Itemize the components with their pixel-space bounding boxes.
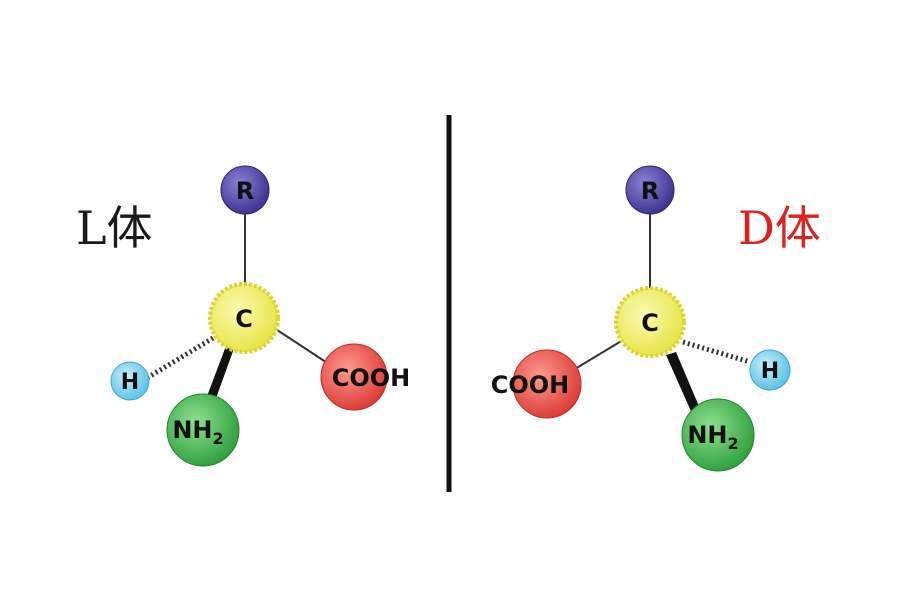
l-isomer-label: L体 bbox=[76, 201, 153, 255]
d-molecule: R C H NH2 COOH bbox=[491, 165, 791, 472]
l-atom-r: R bbox=[220, 165, 270, 215]
svg-text:H: H bbox=[761, 359, 779, 384]
svg-text:C: C bbox=[641, 309, 659, 337]
l-bond-c-h-hashed bbox=[145, 335, 215, 381]
svg-text:NH2: NH2 bbox=[687, 421, 738, 453]
svg-text:COOH: COOH bbox=[332, 364, 411, 392]
svg-text:H: H bbox=[121, 370, 139, 395]
d-atom-c: C bbox=[614, 286, 686, 358]
l-atom-nh2: NH2 bbox=[166, 393, 240, 467]
d-atom-nh2: NH2 bbox=[681, 398, 755, 472]
svg-text:C: C bbox=[235, 305, 253, 333]
svg-text:R: R bbox=[641, 177, 659, 205]
svg-text:COOH: COOH bbox=[491, 371, 570, 399]
d-bond-c-nh2-wedge bbox=[666, 352, 704, 418]
d-isomer-label: D体 bbox=[738, 201, 821, 255]
d-bond-c-h-hashed bbox=[682, 339, 751, 365]
d-atom-cooh: COOH bbox=[491, 349, 582, 419]
svg-text:R: R bbox=[236, 177, 254, 205]
l-atom-c: C bbox=[208, 282, 280, 354]
svg-text:NH2: NH2 bbox=[172, 416, 223, 448]
l-molecule: R C H NH2 COOH bbox=[110, 165, 411, 467]
l-atom-h: H bbox=[110, 361, 150, 401]
d-atom-h: H bbox=[749, 349, 791, 391]
l-atom-cooh: COOH bbox=[320, 343, 411, 411]
d-atom-r: R bbox=[625, 165, 675, 215]
